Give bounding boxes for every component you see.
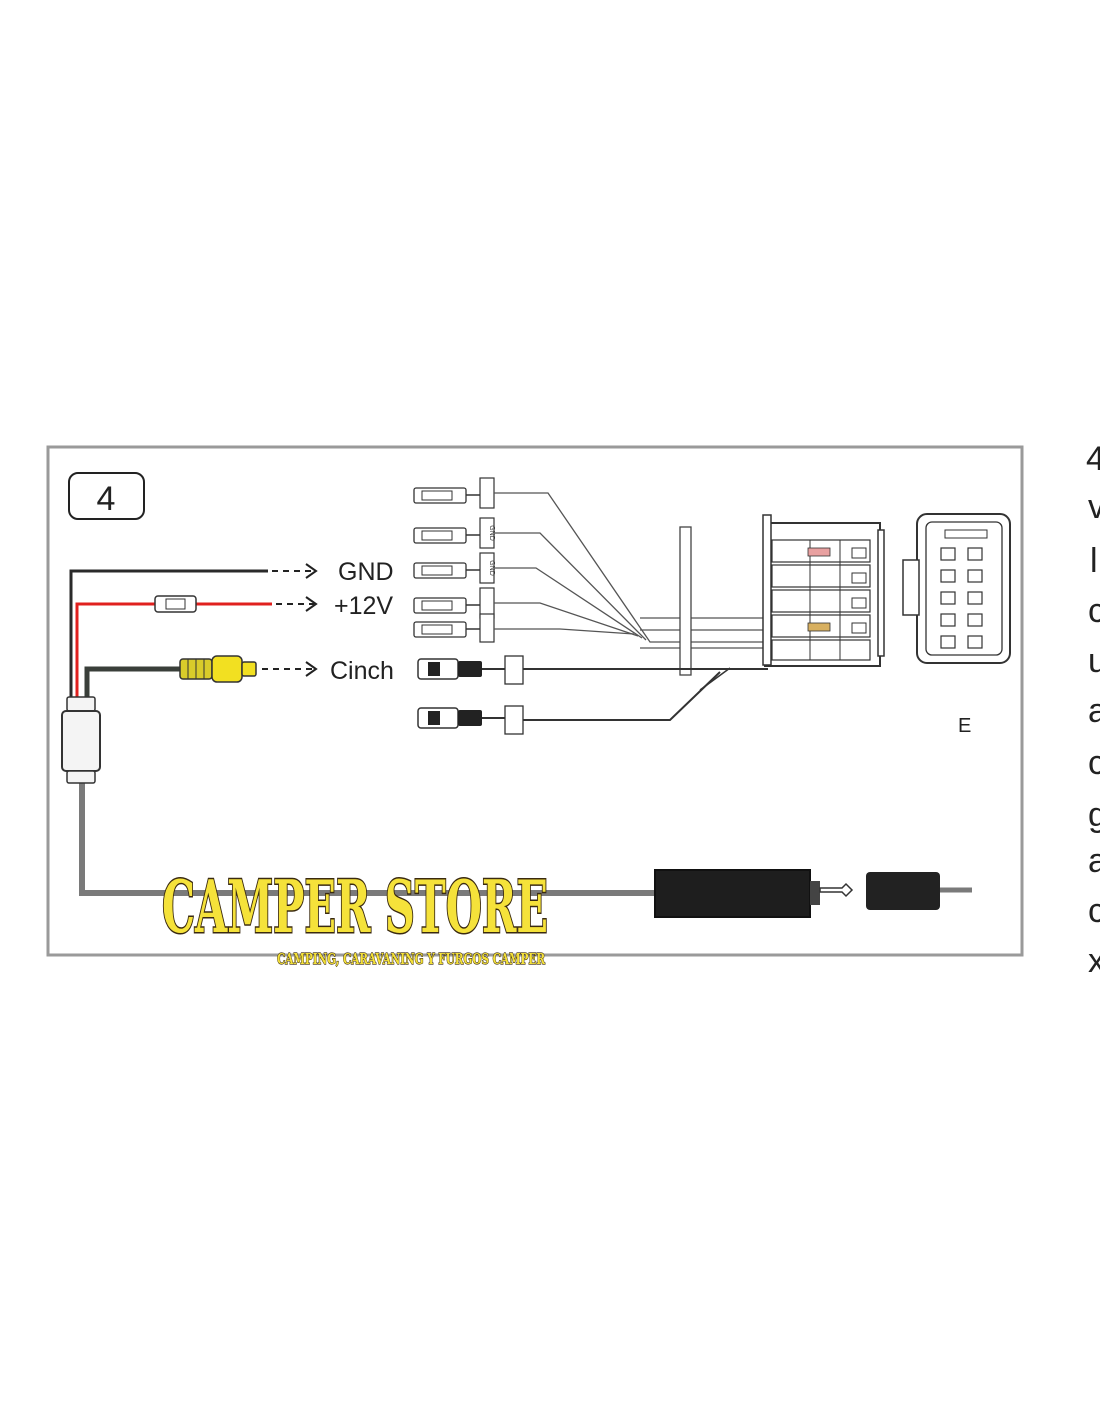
fuse-holder-inner: [165, 598, 186, 610]
side-char: u: [1088, 642, 1100, 680]
cable-tie: [679, 526, 692, 676]
gnd-label: GND: [338, 558, 394, 586]
logo-brand: CAMPER STORE: [162, 864, 548, 949]
step-number: 4: [97, 480, 116, 518]
side-char: v: [1088, 488, 1100, 526]
side-char: a: [1088, 842, 1100, 880]
gnd-arrowhead: [305, 563, 318, 579]
cinch-arrowhead: [305, 661, 318, 677]
cinch-plug-body: [211, 655, 243, 683]
spade-connector-3: [413, 552, 495, 584]
cropped-side-text: 4 v l c u a c g a c x: [1086, 440, 1100, 980]
plus12v-label: +12V: [334, 592, 393, 620]
harness-fan-lines: [494, 492, 765, 649]
inline-module: [654, 869, 811, 918]
logo-tagline: CAMPING, CARAVANING Y FURGOS CAMPER: [277, 950, 545, 968]
inline-coupler: [61, 710, 101, 772]
socket-junction: [699, 667, 731, 691]
camper-store-logo: CAMPER STORE CAMPING, CARAVANING Y FURGO…: [161, 863, 550, 969]
spade-connector-5: [413, 613, 495, 643]
side-char: c: [1088, 892, 1100, 930]
jack-collar: [810, 881, 820, 905]
jack-plug-body: [866, 872, 940, 910]
rca-socket-2: [417, 671, 721, 735]
spade-connectors: [413, 477, 495, 643]
inline-coupler-top: [66, 696, 96, 712]
cinch-label: Cinch: [330, 657, 394, 685]
side-char: c: [1088, 592, 1100, 630]
side-char: c: [1088, 744, 1100, 782]
plus12v-arrowhead: [305, 596, 318, 612]
main-cable: [79, 780, 660, 896]
connector-tag-gnd-2: GND: [488, 560, 495, 576]
cinch-wire: [84, 666, 180, 700]
side-char: g: [1088, 796, 1100, 834]
side-char: x: [1088, 942, 1100, 980]
side-char: a: [1088, 692, 1100, 730]
connector-e: [902, 513, 1011, 664]
gnd-wire: [69, 569, 268, 700]
rca-socket-1: [417, 655, 768, 685]
connector-tag-gnd-1: GND: [488, 525, 495, 541]
diagram-frame: [46, 445, 1024, 957]
spade-connector-2: [413, 517, 495, 549]
fuse-holder: [154, 595, 197, 613]
side-char: l: [1090, 542, 1098, 580]
connector-e-label: E: [958, 715, 971, 737]
main-harness-plug: [762, 514, 885, 667]
plus12v-wire: [75, 602, 272, 700]
cinch-plug-tip: [241, 661, 257, 677]
step-number-box: [68, 472, 145, 520]
side-char: 4: [1086, 440, 1100, 478]
spade-connector-1: [413, 477, 495, 509]
inline-coupler-bottom: [66, 770, 96, 784]
jack-plug-tip: [819, 882, 854, 898]
